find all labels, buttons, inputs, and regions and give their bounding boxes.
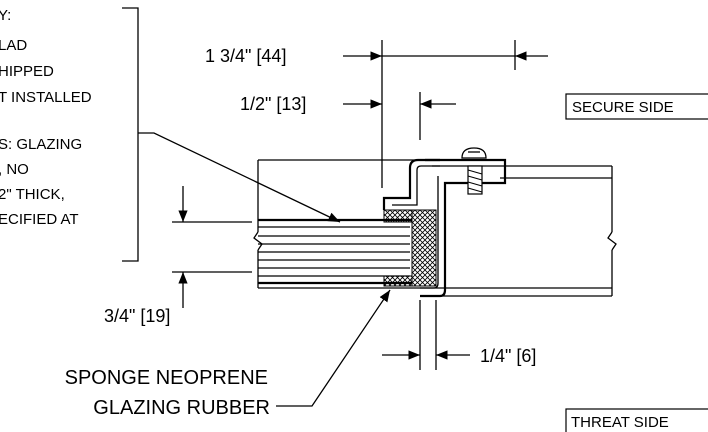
dimension-bite-label: 3/4" [19]	[104, 306, 170, 326]
dimension-stop-label: 1/2" [13]	[240, 94, 306, 114]
threat-side-label-box: THREAT SIDE	[565, 408, 708, 432]
note-line-2: LAD	[0, 37, 27, 54]
fastener-screw	[461, 147, 487, 195]
glazing-stop	[382, 158, 440, 210]
note-line-8: ECIFIED AT	[0, 211, 79, 228]
secure-side-label: SECURE SIDE	[572, 99, 674, 116]
note-line-3: HIPPED	[0, 63, 54, 80]
notes-bracket	[122, 7, 139, 262]
dimension-overall-label: 1 3/4" [44]	[205, 46, 286, 66]
notes-leader-line	[138, 132, 341, 223]
dimension-gap-label: 1/4" [6]	[480, 346, 536, 366]
callout-line-2: GLAZING RUBBER	[93, 397, 270, 419]
rubber-callout: SPONGE NEOPRENE GLAZING RUBBER	[65, 289, 391, 419]
dimension-overall: 1 3/4" [44]	[205, 40, 548, 188]
note-line-1: Y:	[0, 7, 11, 24]
dimension-stop: 1/2" [13]	[240, 92, 456, 140]
callout-line-1: SPONGE NEOPRENE	[65, 367, 268, 389]
note-line-7: 2" THICK,	[0, 186, 65, 203]
callout-leader-line	[276, 289, 391, 407]
frame-section	[253, 159, 617, 297]
notes-block: Y: LAD HIPPED T INSTALLED S: GLAZING , N…	[0, 7, 139, 262]
note-line-4: T INSTALLED	[0, 89, 92, 106]
note-line-5: S: GLAZING	[0, 136, 82, 153]
left-break-symbol	[253, 231, 263, 251]
secure-side-label-box: SECURE SIDE	[565, 93, 708, 120]
right-break-symbol	[607, 231, 617, 251]
glazing-laminate	[258, 218, 412, 285]
dimension-bite: 3/4" [19]	[104, 186, 252, 326]
threat-side-label: THREAT SIDE	[571, 414, 669, 431]
note-line-6: , NO	[0, 161, 29, 178]
glazing-rubber	[383, 209, 437, 287]
dimension-gap: 1/4" [6]	[382, 300, 536, 370]
